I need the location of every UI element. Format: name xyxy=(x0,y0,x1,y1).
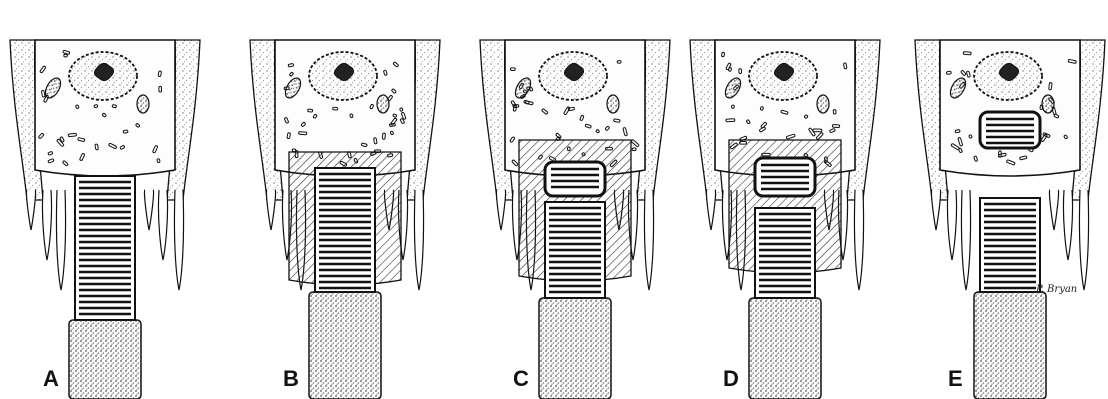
inner-segment xyxy=(309,292,381,399)
apical-process xyxy=(496,190,505,230)
panel-e: E xyxy=(915,40,1105,399)
mitochondrion xyxy=(137,95,149,113)
mitochondrion xyxy=(817,95,829,113)
apical-process xyxy=(947,190,956,260)
apical-process xyxy=(1063,190,1072,260)
inner-segment xyxy=(69,320,141,399)
apical-process xyxy=(1049,190,1058,230)
apical-process xyxy=(931,190,940,230)
apical-process xyxy=(961,190,970,290)
panel-a: A xyxy=(10,40,200,399)
mitochondrion xyxy=(1042,95,1054,113)
apical-process xyxy=(26,190,35,230)
apical-process xyxy=(158,190,167,260)
apical-process xyxy=(266,190,275,230)
apical-process xyxy=(174,190,183,290)
inner-segment xyxy=(539,298,611,399)
panel-b: B xyxy=(250,40,440,399)
apical-process xyxy=(56,190,65,290)
mitochondrion xyxy=(607,95,619,113)
apical-process xyxy=(706,190,715,230)
artist-signature: P. Bryan xyxy=(1035,284,1077,295)
inner-segment xyxy=(974,292,1046,399)
panel-label-c: C xyxy=(513,366,529,391)
inner-segment xyxy=(749,298,821,399)
apical-process xyxy=(1079,190,1088,290)
panel-d: D xyxy=(690,40,880,399)
apical-process xyxy=(414,190,423,290)
mitochondrion xyxy=(377,95,389,113)
apical-process xyxy=(42,190,51,260)
panel-label-e: E xyxy=(948,366,963,391)
apical-process xyxy=(644,190,653,290)
panel-label-a: A xyxy=(43,366,59,391)
panel-label-b: B xyxy=(283,366,299,391)
panel-label-d: D xyxy=(723,366,739,391)
phagosome-packet xyxy=(545,162,605,196)
outer-segment xyxy=(755,208,815,298)
panel-c: C xyxy=(480,40,670,399)
apical-process xyxy=(854,190,863,290)
apical-process xyxy=(144,190,153,230)
